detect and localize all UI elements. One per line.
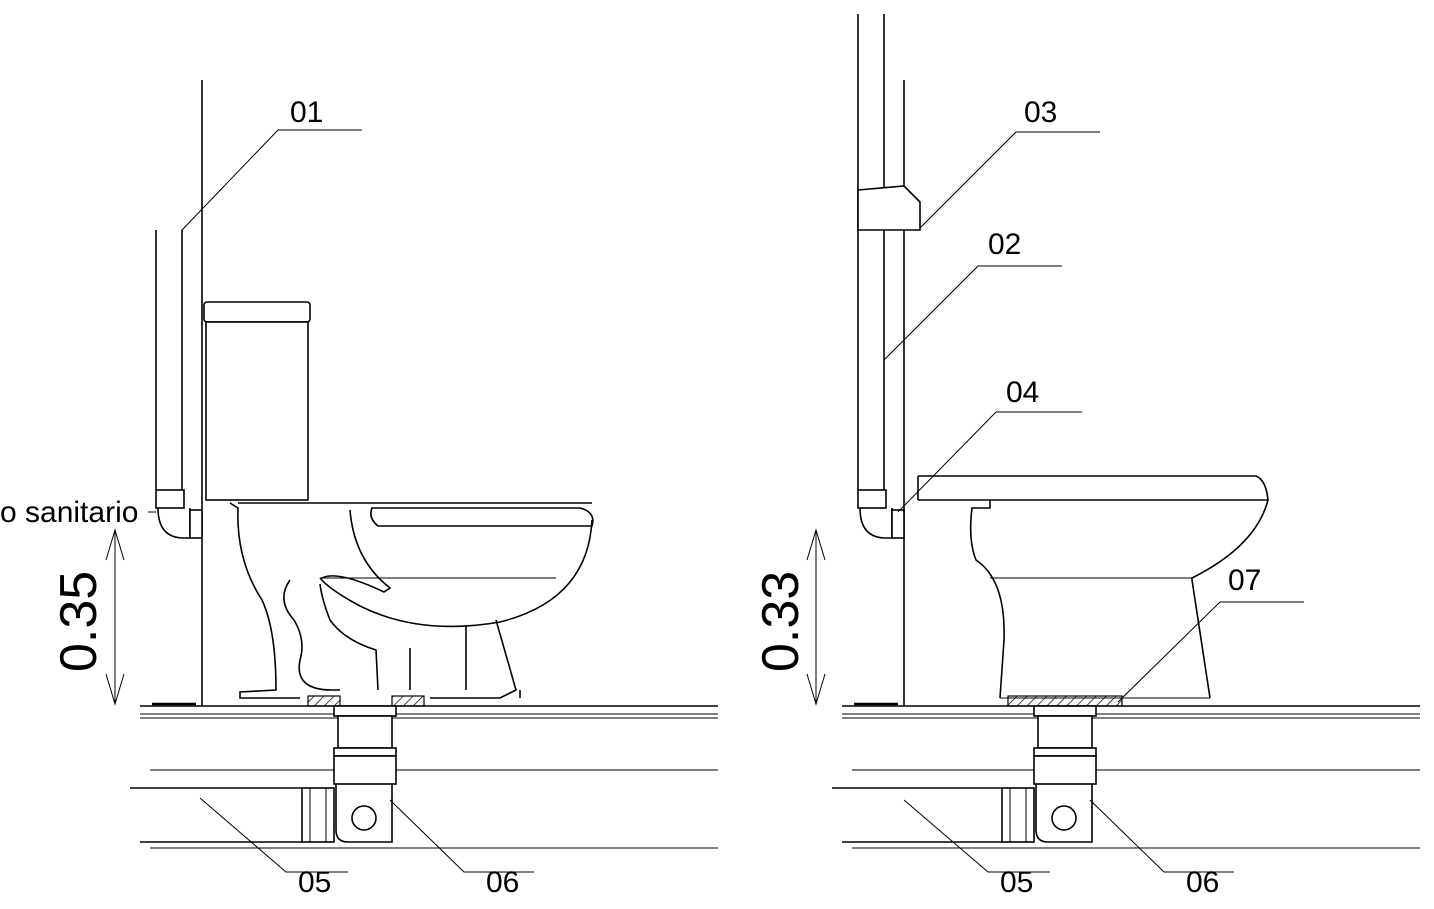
- callout-05-left: 05: [199, 797, 348, 899]
- height-dimension-text-right: 0.33: [752, 571, 810, 672]
- floor-slab: [140, 695, 718, 849]
- supply-pipe: [155, 230, 203, 539]
- drain-assembly: [130, 705, 397, 843]
- height-dimension-text-left: 0.35: [50, 571, 108, 672]
- callout-label-07: 07: [1228, 564, 1261, 597]
- toilet-tank: [203, 301, 311, 501]
- callout-label-04: 04: [1006, 376, 1039, 409]
- supply-pipe-right: [857, 14, 905, 539]
- toilet-bowl-right: [917, 475, 1269, 699]
- callout-label-03: 03: [1024, 96, 1057, 129]
- callout-07: 07: [1117, 564, 1304, 703]
- sealing-ring-right-view: [1007, 695, 1123, 707]
- callout-02: 02: [883, 228, 1062, 361]
- height-dimension-left: 0.35: [50, 528, 125, 706]
- right-view: 03 02 04 07 05 06 0.33: [752, 14, 1420, 899]
- toilet-bowl: [229, 502, 594, 699]
- flush-valve-bracket: [857, 185, 921, 231]
- callout-label-05-right: 05: [1000, 866, 1033, 899]
- callout-label-05-left: 05: [298, 866, 331, 899]
- callout-05-right: 05: [903, 799, 1050, 899]
- floor-slab-right: [842, 695, 1420, 849]
- sealing-ring-left: [307, 695, 341, 707]
- callout-03: 03: [919, 96, 1100, 229]
- callout-06-left: 06: [389, 799, 534, 899]
- drain-assembly-right: [832, 705, 1097, 843]
- callout-01: 01: [181, 96, 362, 231]
- sealing-ring-right: [391, 695, 425, 707]
- side-label: o sanitario: [0, 496, 138, 529]
- callout-04: 04: [897, 376, 1082, 513]
- left-view: 01 05 06 o sanitario 0.35: [0, 80, 718, 899]
- callout-label-06-left: 06: [486, 866, 519, 899]
- callout-06-right: 06: [1089, 799, 1234, 899]
- callout-label-06-right: 06: [1186, 866, 1219, 899]
- callout-label-01: 01: [290, 96, 323, 129]
- callout-label-02: 02: [988, 228, 1021, 261]
- height-dimension-right: 0.33: [752, 528, 826, 706]
